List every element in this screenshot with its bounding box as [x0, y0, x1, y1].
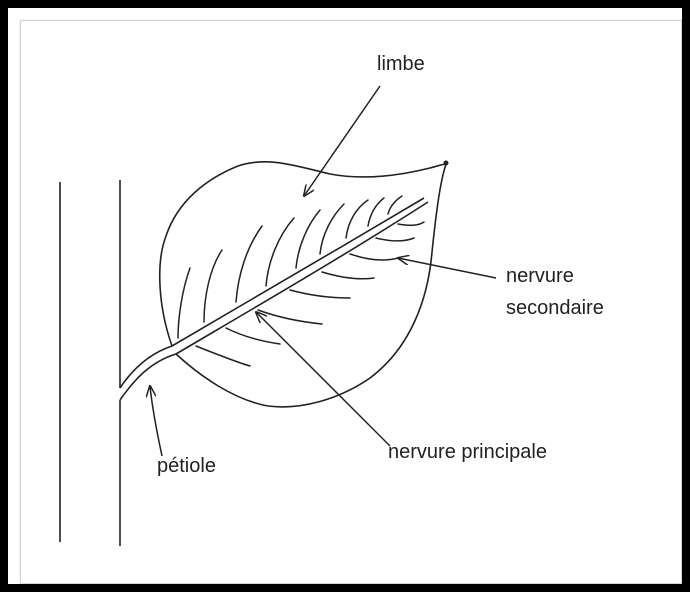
vein-lower-4 [290, 290, 350, 298]
vein-upper-2 [204, 250, 222, 322]
vein-upper-3 [236, 226, 262, 302]
midrib-upper-edge [172, 198, 424, 346]
label-nervure-principale: nervure principale [388, 441, 547, 463]
vein-lower-6 [350, 254, 398, 260]
label-petiole: pétiole [157, 455, 216, 477]
arrow-nervure-secondaire [398, 258, 496, 278]
leaf-apex-tip [444, 161, 449, 166]
stem [60, 180, 120, 546]
label-limbe: limbe [377, 53, 425, 75]
vein-upper-8 [368, 198, 384, 226]
vein-lower-2 [226, 328, 280, 344]
vein-lower-1 [196, 346, 250, 366]
leaf-blade-outline [160, 162, 446, 407]
midrib-lower-edge [176, 202, 428, 354]
vein-lower-5 [322, 272, 374, 279]
vein-upper-1 [178, 268, 190, 338]
arrow-limbe [304, 86, 380, 196]
arrow-petiole [150, 386, 162, 456]
vein-lower-7 [376, 238, 414, 241]
vein-upper-4 [266, 218, 294, 286]
label-nervure-secondaire-line2: secondaire [506, 297, 604, 319]
petiole-upper-edge [120, 346, 172, 388]
vein-upper-9 [388, 196, 402, 214]
vein-lower-3 [258, 310, 322, 324]
vein-lower-8 [398, 222, 424, 225]
label-nervure-secondaire-line1: nervure [506, 265, 574, 287]
petiole [120, 346, 176, 400]
vein-upper-5 [296, 210, 320, 268]
